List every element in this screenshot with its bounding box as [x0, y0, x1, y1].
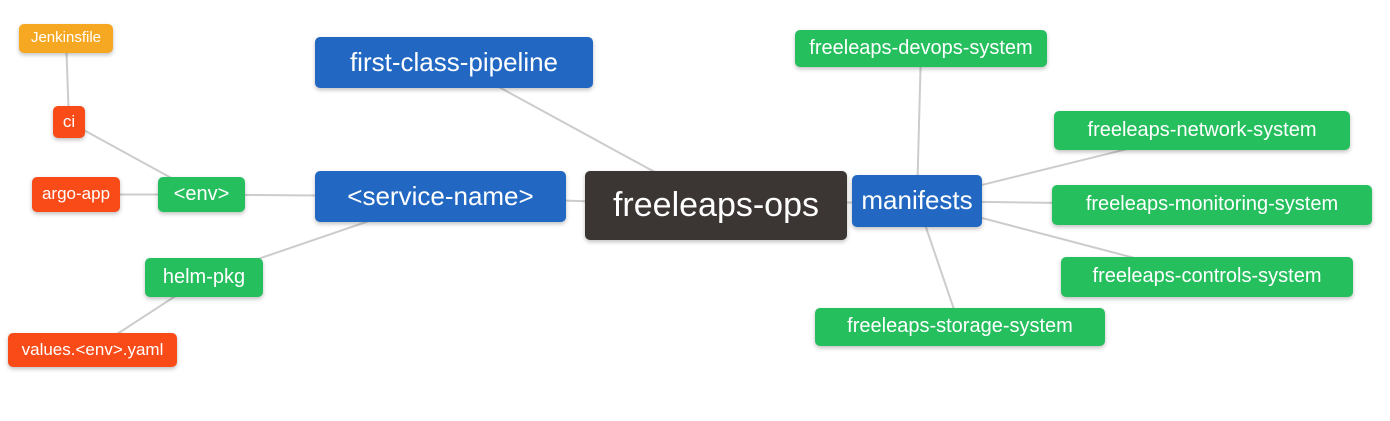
node-freeleaps-storage-system[interactable]: freeleaps-storage-system — [815, 308, 1105, 346]
node-label: <service-name> — [347, 180, 534, 211]
node-env[interactable]: <env> — [158, 177, 245, 212]
node-ci[interactable]: ci — [53, 106, 85, 138]
node-freeleaps-controls-system[interactable]: freeleaps-controls-system — [1061, 257, 1353, 297]
node-label: freeleaps-network-system — [1087, 118, 1317, 141]
node-service-name[interactable]: <service-name> — [315, 171, 566, 222]
node-label: freeleaps-monitoring-system — [1085, 193, 1339, 215]
node-jenkinsfile[interactable]: Jenkinsfile — [19, 24, 113, 53]
node-label: argo-app — [41, 184, 111, 203]
node-freeleaps-network-system[interactable]: freeleaps-network-system — [1054, 111, 1350, 150]
node-values-env-yaml[interactable]: values.<env>.yaml — [8, 333, 177, 367]
node-manifests[interactable]: manifests — [852, 175, 982, 227]
node-first-class-pipeline[interactable]: first-class-pipeline — [315, 37, 593, 88]
node-label: ci — [62, 111, 76, 131]
node-freeleaps-monitoring-system[interactable]: freeleaps-monitoring-system — [1052, 185, 1372, 225]
node-label: helm-pkg — [162, 265, 246, 288]
node-freeleaps-devops-system[interactable]: freeleaps-devops-system — [795, 30, 1047, 67]
node-label: freeleaps-storage-system — [847, 315, 1073, 337]
node-label: freeleaps-devops-system — [809, 36, 1033, 59]
node-label: <env> — [173, 182, 230, 205]
node-label: manifests — [861, 185, 973, 215]
node-label: values.<env>.yaml — [21, 339, 164, 359]
node-label: Jenkinsfile — [30, 29, 102, 46]
node-label: freeleaps-controls-system — [1092, 265, 1322, 287]
node-label: first-class-pipeline — [349, 46, 559, 77]
node-label: freeleaps-ops — [612, 185, 819, 224]
node-freeleaps-ops[interactable]: freeleaps-ops — [585, 171, 847, 240]
node-helm-pkg[interactable]: helm-pkg — [145, 258, 263, 297]
node-argo-app[interactable]: argo-app — [32, 177, 120, 212]
